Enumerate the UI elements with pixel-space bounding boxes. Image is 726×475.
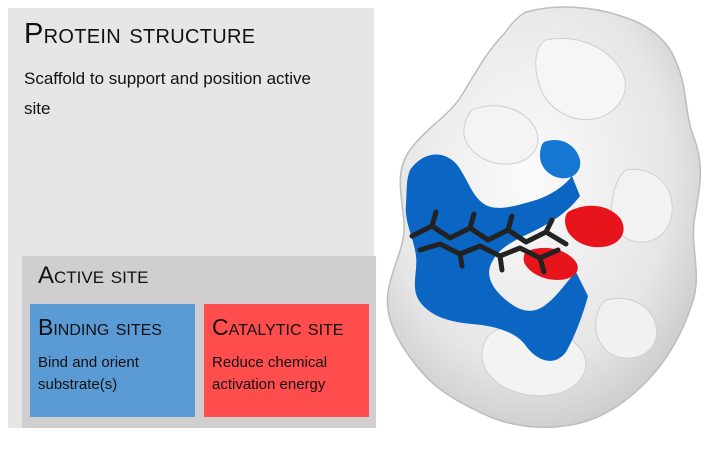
binding-sites-box: Binding sites Bind and orient substrate(… xyxy=(30,304,195,417)
protein-structure-title: Protein structure xyxy=(24,18,256,50)
binding-sites-title: Binding sites xyxy=(38,314,162,340)
substrate-molecule xyxy=(409,209,569,275)
catalytic-site-box: Catalytic site Reduce chemical activatio… xyxy=(204,304,369,417)
protein-surface-image xyxy=(386,6,702,428)
binding-region xyxy=(405,140,588,361)
protein-structure-description: Scaffold to support and position active … xyxy=(24,69,311,118)
binding-sites-description: Bind and orient substrate(s) xyxy=(38,354,139,393)
active-site-panel: Active site Binding sites Bind and orien… xyxy=(22,256,376,428)
catalytic-site-description: Reduce chemical activation energy xyxy=(212,354,328,393)
catalytic-site-title: Catalytic site xyxy=(212,314,344,340)
protein-structure-panel: Protein structure Scaffold to support an… xyxy=(8,8,376,428)
active-site-title: Active site xyxy=(38,262,149,289)
